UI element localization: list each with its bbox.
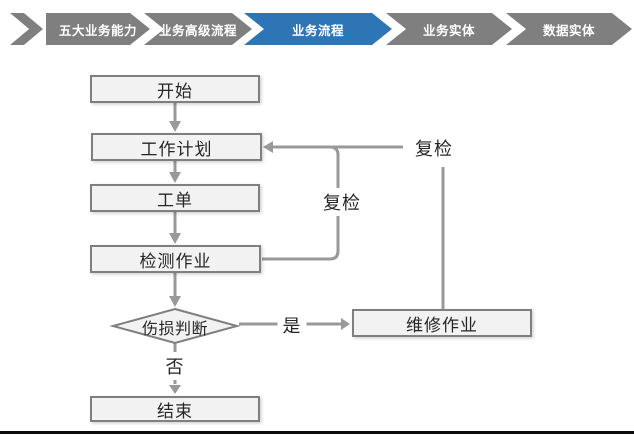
nav-item-data-entity[interactable]: 数据实体 <box>506 13 632 45</box>
edge-label-recheck-outer: 复检 <box>410 134 458 162</box>
nav-item-five-business-capabilities[interactable]: 五大业务能力 <box>46 13 150 45</box>
flow-node-damage-judgment: 伤损判断 <box>141 320 208 338</box>
flow-node-work-order: 工单 <box>90 184 260 212</box>
bottom-border-line <box>0 431 634 434</box>
nav-item-business-process-active[interactable]: 业务流程 <box>244 13 392 45</box>
flow-node-end: 结束 <box>90 396 260 422</box>
edge-label-yes: 是 <box>277 311 307 339</box>
flow-node-work-plan: 工作计划 <box>91 133 262 161</box>
flow-node-repair-operation: 维修作业 <box>352 309 532 337</box>
nav-item-business-highlevel-process[interactable]: 业务高级流程 <box>144 13 252 45</box>
flow-node-inspection-operation: 检测作业 <box>90 245 261 273</box>
edge-label-no: 否 <box>160 352 190 380</box>
edge-label-recheck-inner: 复检 <box>318 188 366 216</box>
flow-node-start: 开始 <box>90 75 260 103</box>
decision-diamond-shape <box>109 307 241 345</box>
nav-item-business-entity[interactable]: 业务实体 <box>386 13 512 45</box>
